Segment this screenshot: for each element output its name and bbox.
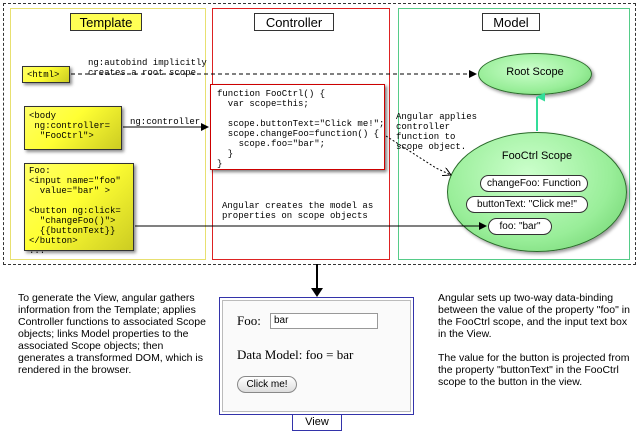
root-scope-ellipse	[478, 53, 592, 95]
controller-code-box: function FooCtrl() { var scope=this; sco…	[210, 84, 385, 170]
button-text-pill: buttonText: "Click me!"	[466, 196, 588, 213]
applies-note: Angular applies controller function to s…	[396, 112, 478, 152]
body-tag-box: <body ng:controller= "FooCtrl">	[24, 106, 122, 150]
root-scope-label: Root Scope	[506, 66, 564, 78]
fooctrl-scope-label: FooCtrl Scope	[501, 150, 573, 162]
data-model-text: Data Model: foo = bar	[237, 347, 354, 362]
right-explanation-1: Angular sets up two-way data-binding bet…	[438, 292, 630, 340]
autobind-note: ng:autobind implicitly creates a root sc…	[88, 58, 207, 78]
change-foo-pill: changeFoo: Function	[480, 175, 588, 192]
template-form-box: Foo: <input name="foo" value="bar" > <bu…	[24, 163, 134, 256]
foo-label: Foo:	[237, 313, 261, 328]
ng-controller-note: ng:controller	[130, 117, 201, 127]
controller-to-scope-arrow	[385, 135, 451, 175]
creates-model-note: Angular creates the model as properties …	[222, 201, 374, 221]
controller-label: Controller	[254, 13, 334, 31]
left-explanation: To generate the View, angular gathers in…	[18, 292, 206, 376]
foo-pill: foo: "bar"	[488, 218, 552, 235]
down-arrow-head	[311, 288, 323, 297]
foo-input[interactable]: bar	[270, 313, 378, 329]
html-tag-box: <html>	[22, 66, 70, 83]
click-me-button[interactable]: Click me!	[237, 376, 297, 393]
template-column	[10, 8, 206, 260]
right-explanation-2: The value for the button is projected fr…	[438, 352, 630, 388]
template-label: Template	[70, 13, 142, 31]
view-caption: View	[292, 414, 342, 431]
model-column	[398, 8, 630, 260]
outer-frame	[3, 3, 636, 265]
model-label: Model	[482, 13, 540, 31]
